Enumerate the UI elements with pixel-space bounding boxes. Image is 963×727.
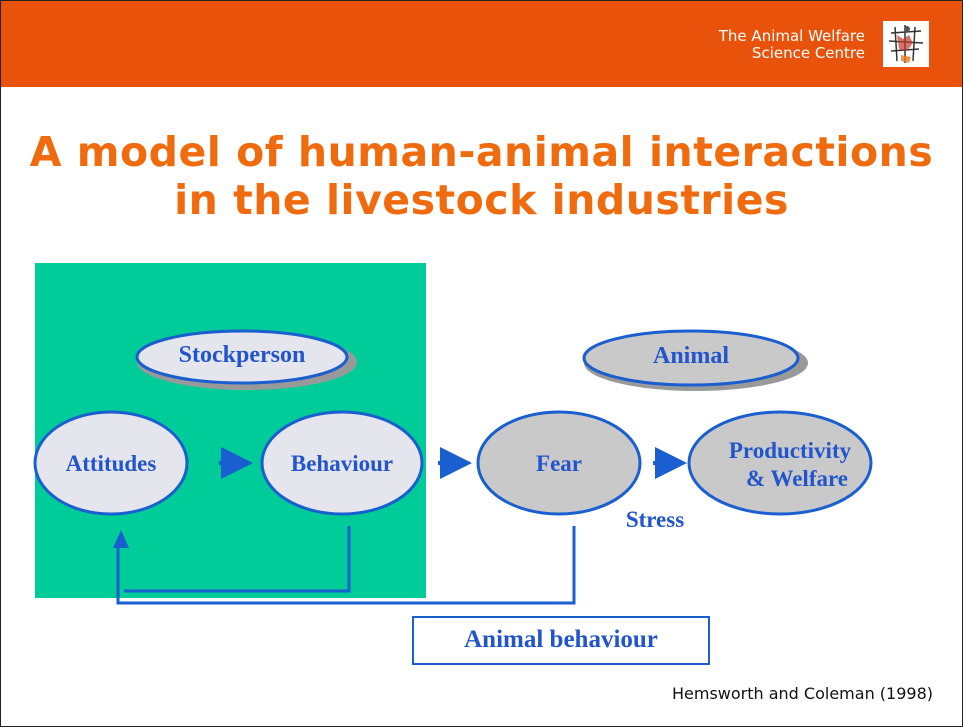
stress-label: Stress [625, 507, 685, 532]
title-line2: in the livestock industries [174, 176, 789, 224]
behaviour-ellipse [260, 410, 424, 516]
page-title: A model of human-animal interactions in … [0, 128, 963, 224]
behaviour-label: Behaviour [290, 451, 394, 476]
title-line1: A model of human-animal interactions [29, 128, 934, 176]
org-name-line2: Science Centre [751, 44, 865, 62]
animal-ellipse [582, 329, 800, 387]
animal-behaviour-box [412, 616, 710, 665]
attitudes-ellipse [33, 410, 189, 516]
productivity-label-line2: & Welfare [746, 466, 848, 491]
animal-label: Animal [652, 343, 729, 369]
fear-ellipse [476, 410, 642, 516]
logo-icon [883, 21, 929, 67]
productivity-ellipse [687, 410, 873, 516]
feedback-arrowhead [113, 530, 129, 548]
animal-behaviour-label: Animal behaviour [464, 626, 658, 653]
stockperson-ellipse [135, 329, 349, 385]
fear-label: Fear [536, 451, 582, 476]
logo-graphic [885, 23, 927, 65]
productivity-label: Productivity & Welfare [700, 437, 880, 493]
header-bar [1, 1, 962, 87]
feedback-loop-inner [124, 526, 351, 593]
attitudes-label: Attitudes [65, 451, 157, 476]
feedback-loop-outer [116, 526, 576, 605]
productivity-label-line1: Productivity [728, 438, 852, 463]
org-name: The Animal Welfare Science Centre [719, 28, 865, 62]
stockperson-label: Stockperson [178, 342, 306, 368]
org-name-line1: The Animal Welfare [718, 27, 865, 45]
citation: Hemsworth and Coleman (1998) [671, 684, 933, 703]
